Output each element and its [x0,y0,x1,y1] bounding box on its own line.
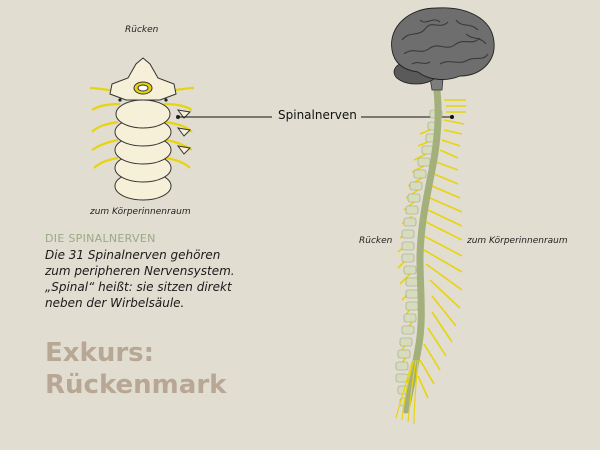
top-vertebra [109,57,177,101]
info-line-3: „Spinal“ heißt: sie sitzen direkt [45,280,232,294]
cerebrum [391,7,495,80]
vertebral-bodies [114,99,172,201]
info-line-2: zum peripheren Nervensystem. [45,264,235,278]
label-spinalnerven: Spinalnerven [274,108,361,122]
label-top-ruecken: Rücken [125,25,159,35]
label-right-koerperinnenraum: zum Körperinnenraum [467,236,568,246]
info-line-4: neben der Wirbelsäule. [45,296,185,310]
title-line-1: Exkurs: [45,338,155,368]
spinous-processes [176,109,192,155]
cauda-equina [395,359,419,425]
connector-dot [450,115,454,119]
page-title: Exkurs: Rückenmark [45,337,226,401]
info-text: Die 31 Spinalnerven gehören zum peripher… [45,247,275,311]
vertebra-nerves-left [89,86,123,169]
label-right-ruecken: Rücken [359,236,393,246]
title-line-2: Rückenmark [45,370,227,400]
label-bottom-koerperinnenraum: zum Körperinnenraum [90,207,191,217]
spinal-nerves-right [417,99,466,399]
vertebra-column [89,57,195,201]
info-line-1: Die 31 Spinalnerven gehören [45,248,221,262]
info-heading: DIE SPINALNERVEN [45,232,156,245]
